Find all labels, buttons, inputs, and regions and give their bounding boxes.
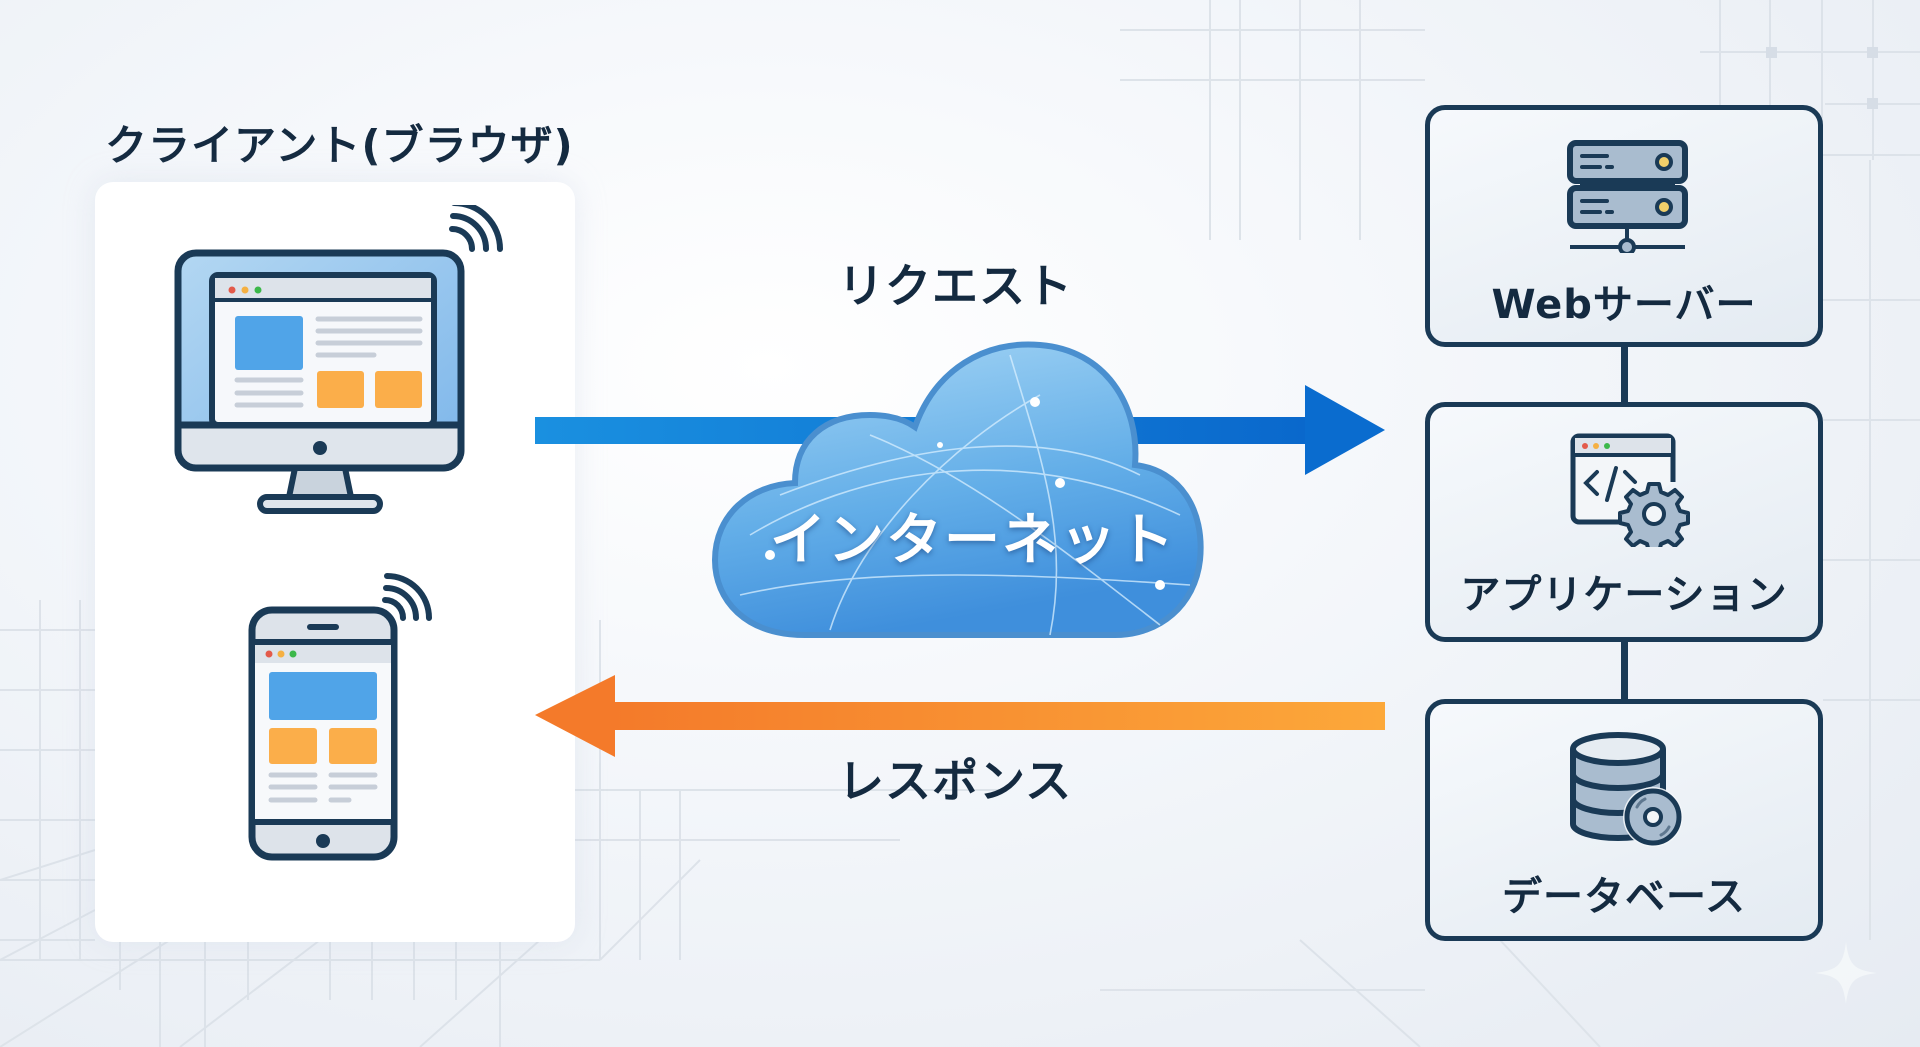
application-box: アプリケーション [1425, 402, 1823, 642]
server-rack-icon [1567, 140, 1688, 253]
client-title: クライアント(ブラウザ) [105, 121, 574, 170]
request-label: リクエスト [838, 259, 1073, 313]
code-window-gear-icon [1570, 433, 1690, 547]
cloud-icon [711, 341, 1204, 638]
application-label: アプリケーション [1460, 572, 1788, 618]
monitor-icon [174, 205, 503, 514]
web-server-label: Webサーバー [1491, 282, 1757, 328]
database-icon [1570, 732, 1683, 847]
smartphone-icon [248, 573, 432, 861]
response-arrow [535, 675, 1385, 757]
wifi-icon [449, 205, 503, 252]
internet-label: インターネット [770, 508, 1176, 573]
database-box: データベース [1425, 699, 1823, 941]
stack-connector [1621, 640, 1628, 702]
sparkle-icon [1815, 942, 1877, 1004]
stack-connector [1621, 345, 1628, 405]
database-label: データベース [1502, 874, 1746, 920]
response-label: レスポンス [838, 754, 1073, 808]
wifi-icon [382, 573, 432, 621]
web-server-box: Webサーバー [1425, 105, 1823, 347]
